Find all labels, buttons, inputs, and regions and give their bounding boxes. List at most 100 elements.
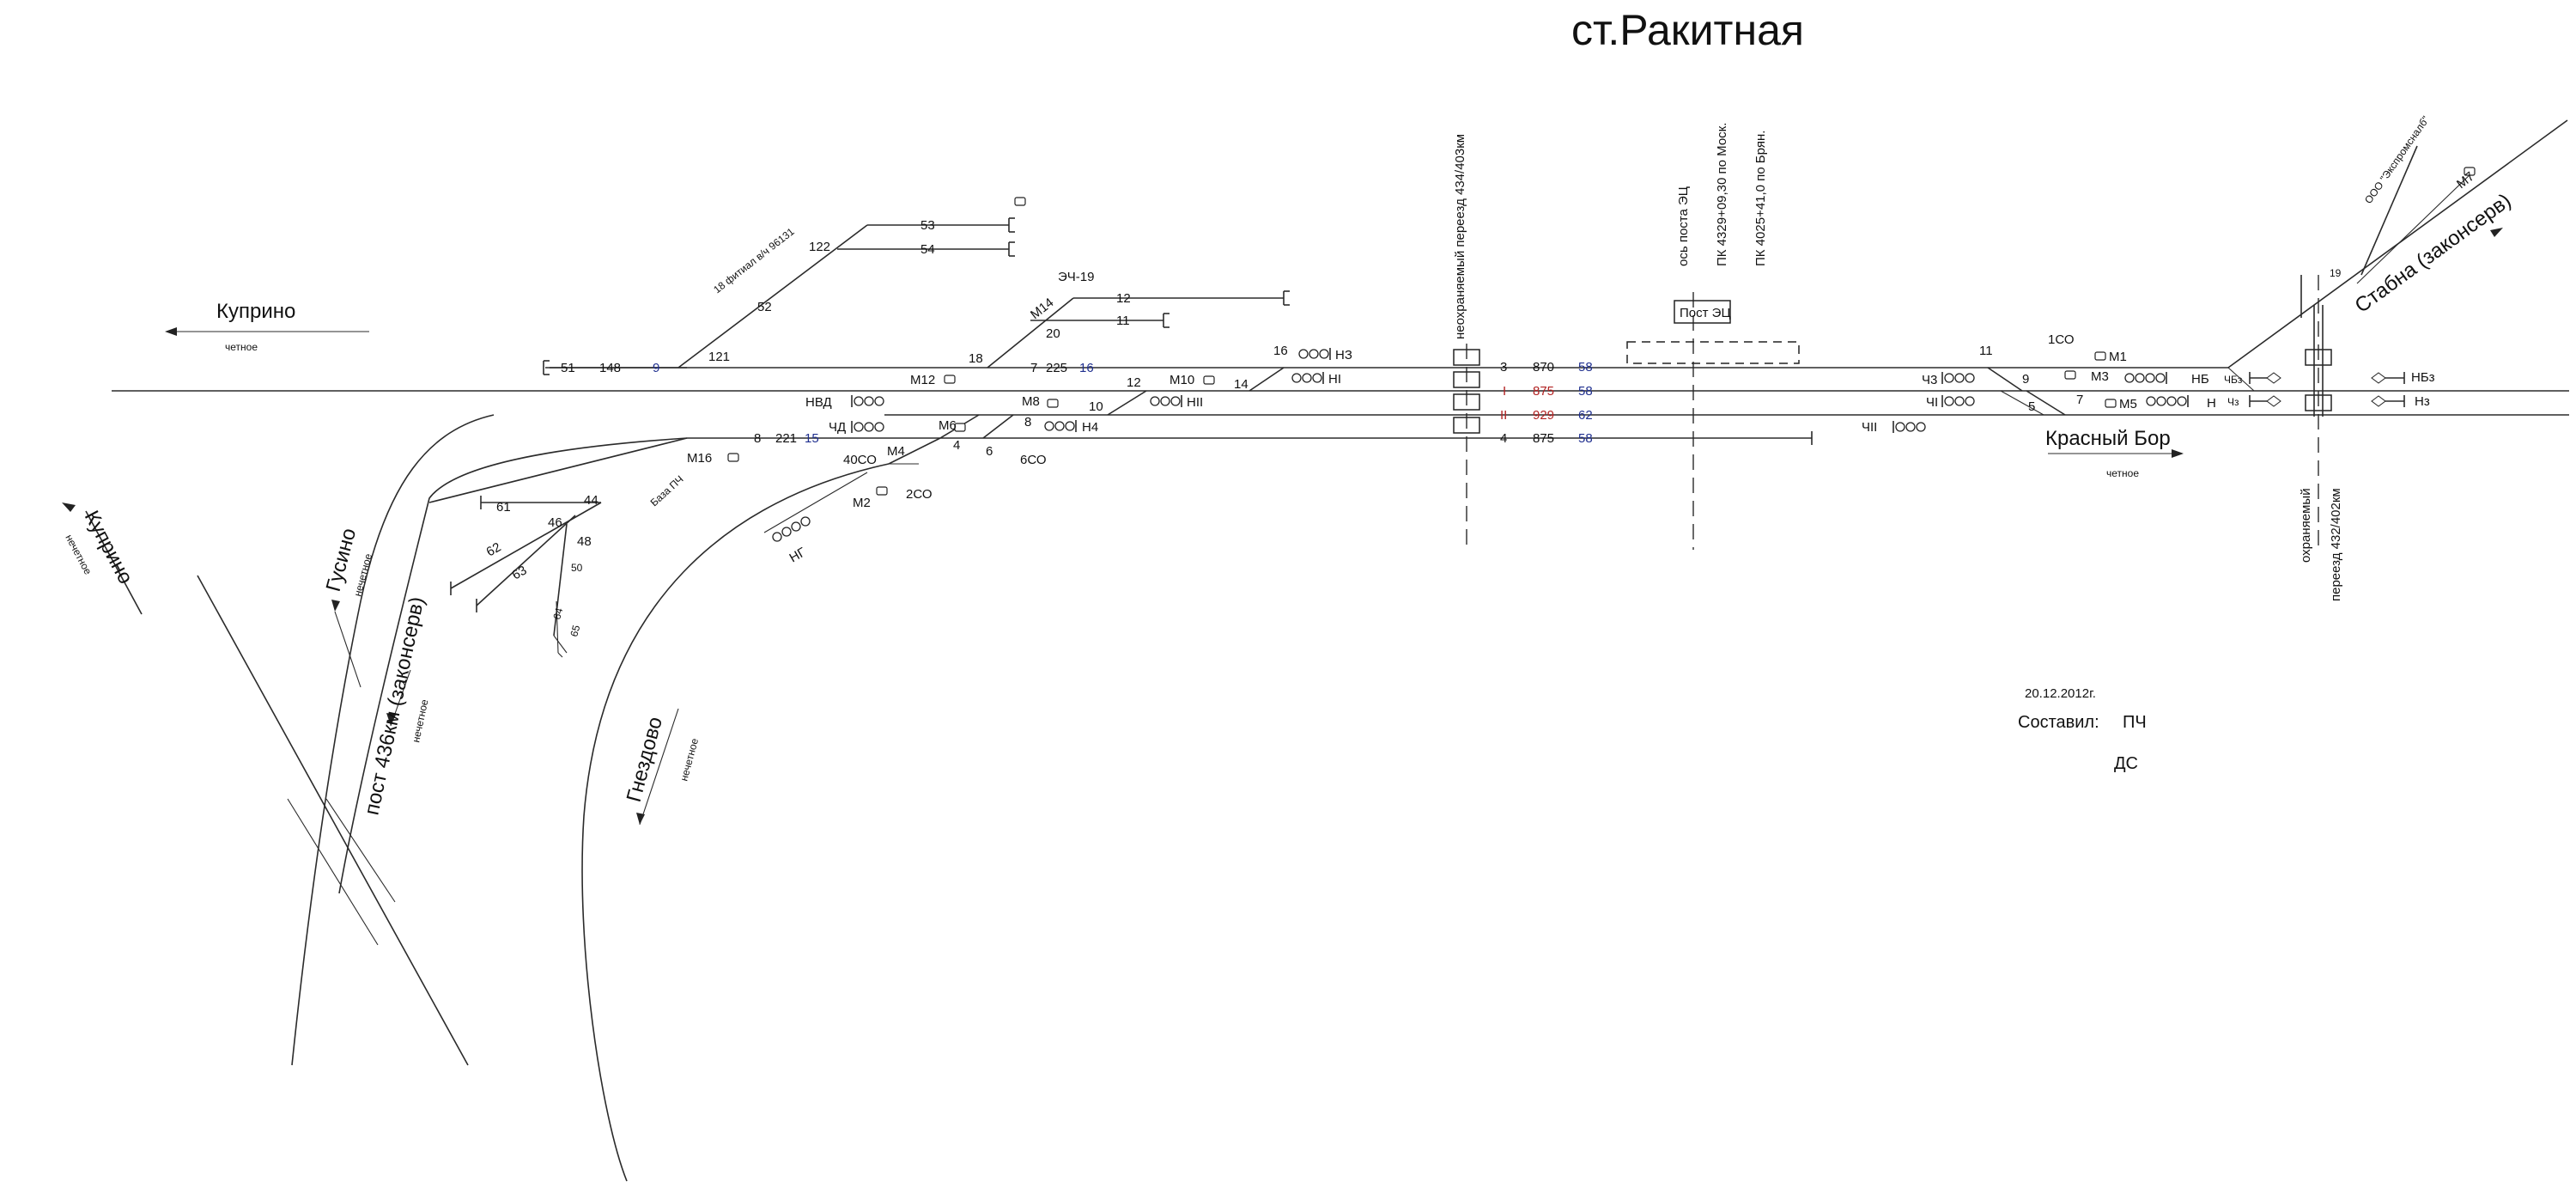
m5-glyph xyxy=(2105,399,2117,408)
dir-kuprino-left-sub: нечетное xyxy=(63,533,94,577)
lbl-65: 65 xyxy=(568,624,582,638)
lbl-63: 63 xyxy=(510,563,530,582)
dir-kuprino-top-sub: четное xyxy=(225,341,258,353)
sig-nb: НБ xyxy=(2191,372,2209,387)
track-3-sec: 58 xyxy=(1578,360,1593,375)
sig-nvd: НВД xyxy=(805,395,832,410)
signal-ch3-glyph xyxy=(1941,372,1975,384)
direction-arrows xyxy=(62,228,2503,825)
gusino-curve xyxy=(338,437,688,894)
base-pch-line xyxy=(428,437,688,503)
sig-chbz: ЧБз xyxy=(2224,374,2243,386)
sig-ch3: Ч3 xyxy=(1922,373,1937,387)
sig-m4: М4 xyxy=(887,444,905,459)
m7-glyph xyxy=(2464,167,2476,176)
lbl-225: 225 xyxy=(1046,361,1067,375)
sig-chi: ЧI xyxy=(1926,395,1938,410)
track-3-len: 870 xyxy=(1533,360,1554,375)
sig-nbz: НБз xyxy=(2411,370,2435,385)
footer-pch: ПЧ xyxy=(2123,713,2147,732)
lbl-sw12: 12 xyxy=(1127,375,1141,390)
lbl-11: 11 xyxy=(1116,314,1130,328)
sig-m6: М6 xyxy=(939,418,957,433)
sig-40co: 40СО xyxy=(843,453,877,467)
lbl-64: 64 xyxy=(550,606,565,621)
m16-glyph xyxy=(727,453,739,462)
ech-label: ЭЧ-19 xyxy=(1058,270,1094,284)
kuprino-curve xyxy=(291,414,495,1066)
sig-m16: М16 xyxy=(687,451,712,466)
m3-glyph xyxy=(2064,370,2076,380)
lbl-221: 221 xyxy=(775,431,797,446)
switch-connections xyxy=(939,367,2066,439)
dir-gnezdovo: Гнездово xyxy=(623,715,667,805)
lbl-53: 53 xyxy=(920,218,935,233)
signal-nbz-glyph xyxy=(2249,372,2405,384)
signal-ni-glyph xyxy=(1291,372,1324,384)
dir-post436-sub: нечетное xyxy=(410,698,430,744)
sig-n4: Н4 xyxy=(1082,420,1098,435)
lbl-sw9: 9 xyxy=(2022,372,2029,387)
station-title: ст.Ракитная xyxy=(1571,6,1804,54)
sig-ng: НГ xyxy=(787,545,809,565)
lbl-sw5: 5 xyxy=(2028,399,2035,414)
lbl-15: 15 xyxy=(805,431,819,446)
m2-glyph xyxy=(876,486,888,496)
left-curves xyxy=(85,414,941,1182)
lbl-50: 50 xyxy=(571,562,583,574)
lbl-44: 44 xyxy=(584,493,598,508)
sig-nii: НII xyxy=(1187,395,1203,410)
lbl-sw8: 8 xyxy=(1024,415,1031,429)
dir-stabna: Стабна (законсерв) xyxy=(2351,189,2516,318)
m6-glyph xyxy=(954,423,966,432)
crossing-diagonal xyxy=(197,575,469,1066)
signal-nz-glyph xyxy=(1298,348,1331,360)
m14-glyph xyxy=(1014,197,1026,206)
sig-2co: 2СО xyxy=(906,487,933,502)
sig-m12: М12 xyxy=(910,373,935,387)
lbl-12: 12 xyxy=(1116,291,1131,306)
lbl-sw16: 16 xyxy=(1273,344,1288,358)
signal-ng-glyph xyxy=(772,516,811,542)
labels: Куприно четное Куприно нечетное Гусино н… xyxy=(63,113,2515,817)
lbl-sw10: 10 xyxy=(1089,399,1103,414)
crossing-right-label-1: охраняемый xyxy=(2299,488,2313,563)
lbl-sw7: 7 xyxy=(2076,393,2083,407)
lbl-sw6: 6 xyxy=(986,444,993,459)
lbl-sw11: 11 xyxy=(1979,344,1993,358)
sig-6co: 6СО xyxy=(1020,453,1047,467)
sig-m8: М8 xyxy=(1022,394,1040,409)
sig-1co: 1СО xyxy=(2048,332,2075,347)
sig-chii: ЧII xyxy=(1862,420,1877,435)
post-platform xyxy=(1626,341,1800,364)
dir-krasny-bor-sub: четное xyxy=(2106,467,2139,479)
sig-n: Н xyxy=(2207,396,2216,411)
track-2-len: 929 xyxy=(1533,408,1554,423)
lbl-16: 16 xyxy=(1079,361,1094,375)
dir-gusino-sub: нечетное xyxy=(351,552,374,598)
sig-nz-right: Нз xyxy=(2415,394,2430,409)
track-1-len: 875 xyxy=(1533,384,1554,399)
base-pch-label: База ПЧ xyxy=(648,473,686,509)
crossing-left xyxy=(1453,349,1480,434)
signal-chi-glyph xyxy=(1941,395,1975,407)
track-1-num: I xyxy=(1503,384,1506,399)
signal-n4-glyph xyxy=(1044,420,1077,432)
axis-label-2: ПК 4329+09,30 по Моск. xyxy=(1715,123,1729,266)
fitil-label: 18 фитиал в/ч 96131 xyxy=(711,225,797,295)
lbl-62: 62 xyxy=(484,539,504,559)
sig-m5: М5 xyxy=(2119,397,2137,411)
lbl-52: 52 xyxy=(757,300,772,314)
dir-gnezdovo-sub: нечетное xyxy=(677,737,701,783)
post-ec-label: Пост ЭЦ xyxy=(1680,306,1731,320)
lbl-48: 48 xyxy=(577,534,592,549)
sig-chz: Чз xyxy=(2227,396,2239,408)
sig-m14: М14 xyxy=(1028,295,1056,322)
footer-ds: ДС xyxy=(2114,754,2138,773)
crossing-right xyxy=(2300,275,2332,417)
lbl-121: 121 xyxy=(708,350,730,364)
sig-chd: ЧД xyxy=(829,420,846,435)
footer-made: Составил: xyxy=(2018,713,2099,732)
signal-nz2-glyph xyxy=(2249,395,2405,407)
